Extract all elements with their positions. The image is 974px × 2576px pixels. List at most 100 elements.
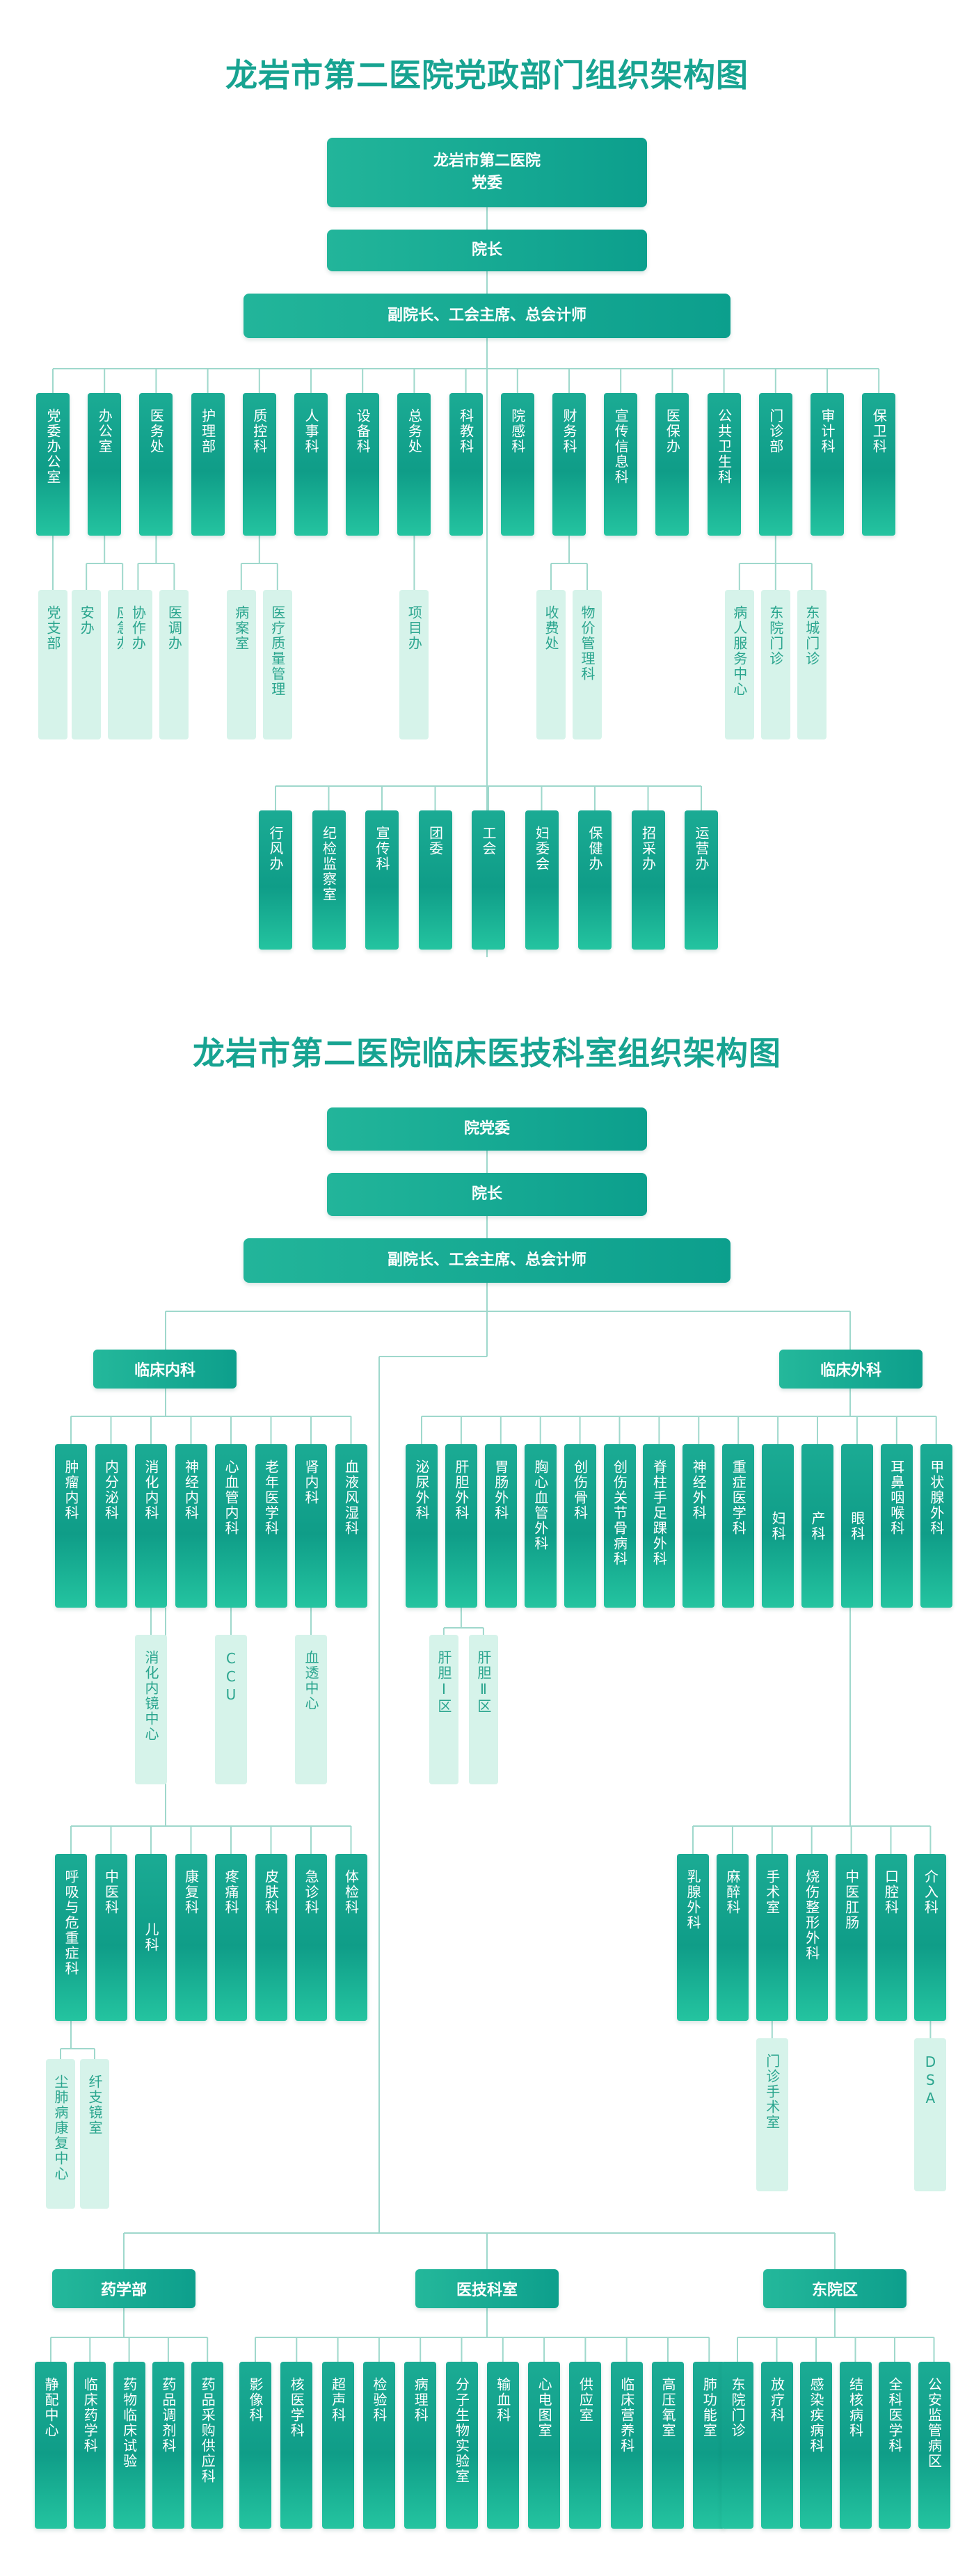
dept-box-label: 东院门诊	[729, 2377, 746, 2438]
dept-box-label: 甲状腺外科	[927, 1459, 945, 1536]
dept-box: 宣传信息科	[604, 393, 638, 536]
dept-box: 办公室	[88, 393, 122, 536]
sub-dept-box-label: 门诊手术室	[763, 2054, 781, 2130]
dept-box: 病理科	[404, 2362, 437, 2529]
dept-box-label: 放疗科	[768, 2377, 785, 2423]
dept-box: 医保办	[655, 393, 689, 536]
dept-box: 公安监管病区	[918, 2362, 950, 2529]
dept-box-label: 体检科	[342, 1869, 360, 1915]
dept-box-label: 乳腺外科	[685, 1869, 701, 1930]
dept-box: 分子生物实验室	[445, 2362, 478, 2529]
dept-box: 药物临床试验	[113, 2362, 145, 2529]
dept-box: 医务处	[139, 393, 173, 536]
dept-box-label: 检验科	[370, 2377, 388, 2423]
office-box: 妇委会	[525, 810, 559, 950]
category-east-label: 东院区	[811, 2282, 858, 2299]
dept-box: 肿瘤内科	[55, 1444, 87, 1608]
dept-box: 手术室	[756, 1854, 788, 2021]
dept-box: 胸心血管外科	[524, 1444, 557, 1608]
dept-box-label: 口腔科	[882, 1869, 900, 1915]
dept-box-label: 党委办公室	[45, 408, 61, 485]
dept-box-label: 肾内科	[303, 1459, 319, 1505]
chart2-title: 龙岩市第二医院临床医技科室组织架构图	[193, 1034, 781, 1072]
sub-dept-box-label: 协作办	[129, 605, 147, 651]
dept-box: 耳鼻咽喉科	[880, 1444, 913, 1608]
dept-box: 静配中心	[35, 2362, 67, 2529]
chart1-title: 龙岩市第二医院党政部门组织架构图	[225, 56, 749, 94]
dept-box-label: 结核病科	[847, 2377, 864, 2438]
dept-box: 审计科	[811, 393, 844, 536]
office-box-label: 运营办	[693, 826, 710, 872]
dept-box: 全科医学科	[879, 2362, 911, 2529]
office-box: 纪检监察室	[312, 810, 346, 950]
sub-dept-box: 东院门诊	[760, 590, 790, 739]
dept-box: 临床药学科	[74, 2362, 106, 2529]
chart2-level2-box-label: 院长	[471, 1185, 502, 1203]
dept-box-label: 公安监管病区	[925, 2377, 943, 2469]
office-box: 团委	[418, 810, 452, 950]
dept-box-label: 供应室	[577, 2377, 594, 2423]
dept-box-label: 质控科	[250, 408, 268, 454]
dept-box-label: 药品调剂科	[159, 2377, 177, 2454]
sub-dept-box: 血透中心	[295, 1635, 327, 1784]
dept-box: 门诊部	[758, 393, 792, 536]
dept-box: 科教科	[449, 393, 483, 536]
chart1-level3-box-label: 副院长、工会主席、总会计师	[387, 307, 586, 324]
dept-box-label: 高压氧室	[660, 2377, 676, 2438]
sub-dept-box: 尘肺病康复中心	[46, 2059, 75, 2209]
dept-box: 肾内科	[295, 1444, 327, 1608]
sub-dept-box: 门诊手术室	[756, 2038, 788, 2191]
office-box: 行风办	[259, 810, 292, 950]
dept-box: 脊柱手足踝外科	[643, 1444, 676, 1608]
dept-box: 创伤关节骨病科	[603, 1444, 636, 1608]
chart1-level2-box-label: 院长	[471, 241, 502, 259]
dept-box: 甲状腺外科	[920, 1444, 952, 1608]
dept-box: 保卫科	[862, 393, 896, 536]
dept-box: 重症医学科	[722, 1444, 755, 1608]
dept-box-label: 产科	[809, 1510, 826, 1542]
sub-dept-box-label: 物价管理科	[579, 605, 596, 682]
dept-box: 心血管内科	[215, 1444, 247, 1608]
dept-box-label: 神经内科	[182, 1459, 200, 1521]
dept-box: 疼痛科	[215, 1854, 247, 2021]
dept-box-label: 宣传信息科	[612, 408, 630, 485]
sub-dept-box-label: 病案室	[232, 605, 250, 651]
dept-box-label: 麻醉科	[724, 1869, 741, 1915]
dept-box-label: 肿瘤内科	[63, 1459, 79, 1521]
dept-box-label: 创伤骨科	[571, 1459, 589, 1521]
dept-box-label: 胃肠外科	[492, 1459, 509, 1521]
dept-box: 设备科	[346, 393, 380, 536]
dept-box-label: 疼痛科	[223, 1869, 239, 1915]
dept-box: 介入科	[914, 1854, 947, 2021]
dept-box-label: 输血科	[494, 2377, 511, 2423]
dept-box-label: 烧伤整形外科	[803, 1869, 820, 1961]
sub-dept-box-label: 东城门诊	[803, 605, 820, 666]
office-box: 招采办	[631, 810, 665, 950]
dept-box-label: 临床营养科	[618, 2377, 635, 2454]
sub-dept-box: 安办	[72, 590, 102, 739]
office-box: 运营办	[685, 810, 718, 950]
dept-box-label: 分子生物实验室	[453, 2377, 470, 2484]
sub-dept-box-label: 肝胆Ⅱ区	[474, 1650, 492, 1714]
dept-box-label: 感染疾病科	[808, 2377, 824, 2454]
dept-box: 血液风湿科	[335, 1444, 367, 1608]
dept-box: 放疗科	[760, 2362, 793, 2529]
dept-box-label: 脊柱手足踝外科	[650, 1459, 668, 1567]
dept-box-label: 公共卫生科	[715, 408, 733, 485]
sub-dept-box: 消化内镜中心	[135, 1635, 167, 1784]
dept-box-label: 医务处	[147, 408, 165, 454]
dept-box: 眼科	[840, 1444, 873, 1608]
dept-box-label: 消化内科	[143, 1459, 159, 1521]
dept-box: 护理部	[191, 393, 225, 536]
dept-box: 消化内科	[135, 1444, 167, 1608]
dept-box-label: 呼吸与危重症科	[63, 1869, 79, 1976]
dept-box: 神经内科	[175, 1444, 207, 1608]
category-internal-label: 临床内科	[134, 1362, 195, 1379]
office-box: 保健办	[578, 810, 612, 950]
dept-box: 肝胆外科	[445, 1444, 477, 1608]
chart2-level2-box: 院长	[327, 1173, 647, 1216]
dept-box-label: 心血管内科	[223, 1459, 239, 1536]
dept-box: 中医肛肠	[835, 1854, 868, 2021]
